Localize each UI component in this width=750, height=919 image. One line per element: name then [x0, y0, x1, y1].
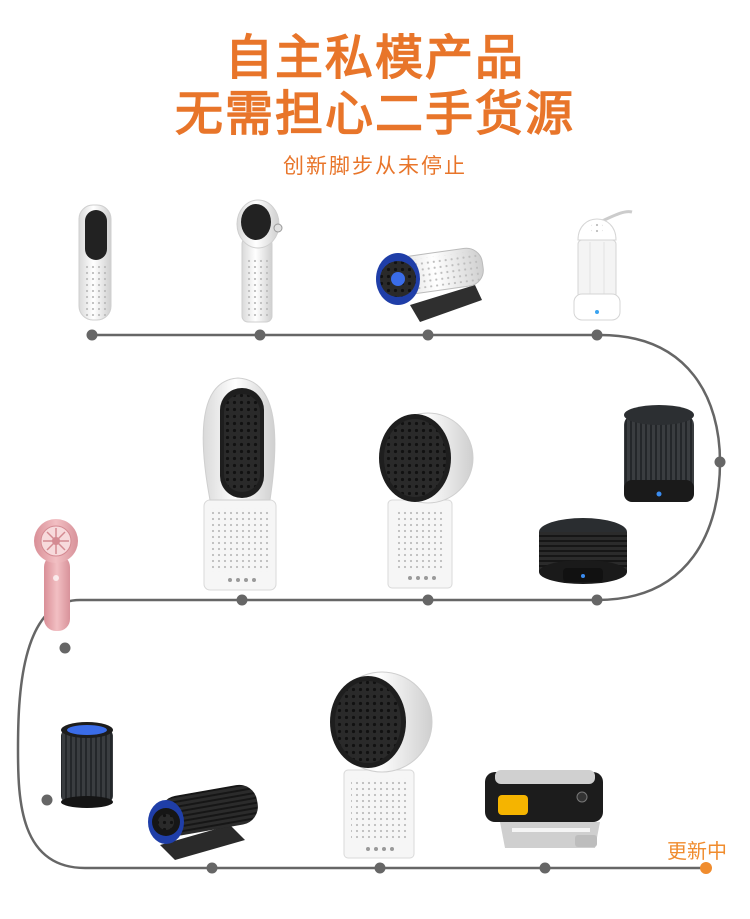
- timeline-end-marker: [700, 862, 712, 874]
- subtitle: 创新脚步从未停止: [283, 154, 467, 178]
- product-humidifier-tower: [573, 210, 633, 321]
- product-black-cylinder-blue-top: [61, 722, 113, 808]
- product-car-cupholder-purifier-blue: [376, 247, 484, 322]
- title-line-1: 自主私模产品: [224, 30, 525, 86]
- product-round-head-tower-purifier: [236, 199, 283, 323]
- product-black-yellow-car-device: [485, 770, 603, 848]
- product-large-pill-purifier: [202, 377, 277, 591]
- product-tall-dark-cylinder: [624, 405, 694, 502]
- product-large-round-purifier: [379, 412, 474, 589]
- timeline-nodes: [41, 329, 726, 874]
- product-pill-tower-purifier: [78, 204, 112, 321]
- product-round-head-desk-purifier: [330, 671, 433, 859]
- product-car-vent-purifier: [148, 784, 258, 860]
- timeline-end-label: 更新中: [667, 839, 727, 863]
- product-short-dark-puck: [539, 518, 627, 584]
- product-pink-handheld-fan: [34, 519, 78, 631]
- title-line-2: 无需担心二手货源: [174, 86, 575, 142]
